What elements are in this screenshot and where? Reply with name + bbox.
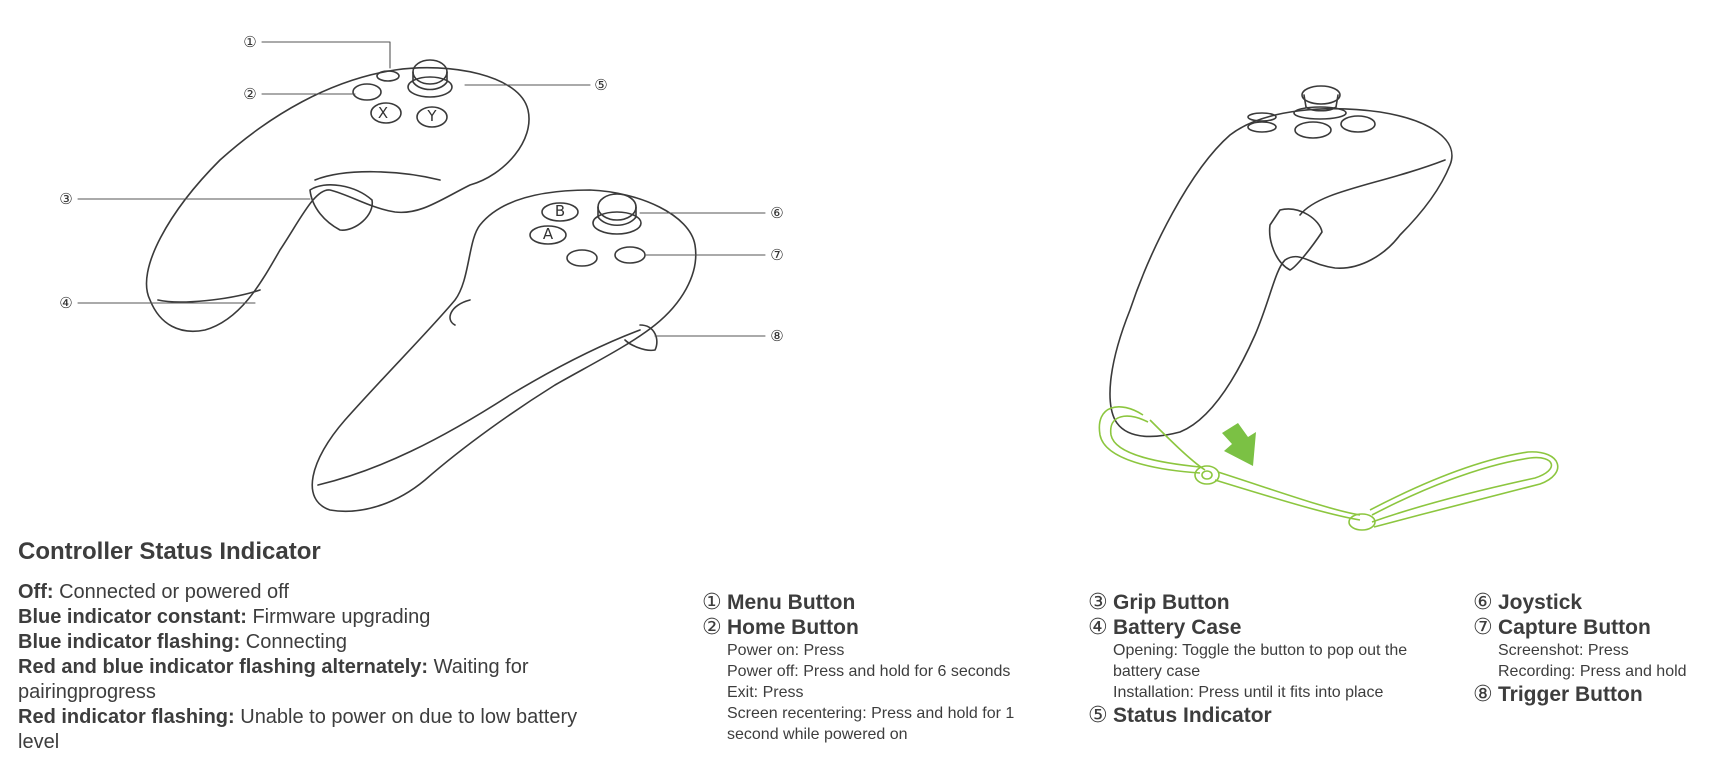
status-indicator-section: Controller Status Indicator Off: Connect… [18,538,598,755]
left-controller-body [145,67,530,332]
left-y-button [416,106,448,128]
callout-5: ⑤ [594,76,607,94]
left-x-button [370,102,402,124]
callout-8: ⑧ [770,327,783,345]
a-label: A [543,225,554,243]
right-joystick-ring [592,211,642,235]
x-label: X [378,104,388,122]
controller-diagram: X Y B A [59,33,1559,531]
callout-7: ⑦ [770,246,783,264]
right-home-button [566,249,598,267]
left-joystick [412,59,448,85]
status-line-red-blue: Red and blue indicator flashing alternat… [18,656,529,703]
callout-lines [77,41,766,337]
right-controller-body [311,189,697,513]
callout-3: ③ [59,190,72,208]
status-line-blue-flashing: Blue indicator flashing: Connecting [18,631,347,653]
right-a-button [529,225,567,245]
callout-2: ② [243,85,256,103]
wrist-strap [1098,406,1559,531]
status-line-blue-constant: Blue indicator constant: Firmware upgrad… [18,606,431,628]
y-label: Y [426,107,437,125]
direction-arrow [1222,423,1256,466]
left-joystick-ring [407,76,453,98]
legend-sub: Power off: Press and hold for 6 seconds [727,663,1011,680]
legend-sub: Screen recentering: Press and hold for 1… [727,705,1015,743]
status-line-red-flashing: Red indicator flashing: Unable to power … [18,706,578,753]
legend-sub: Recording: Press and hold [1498,663,1687,680]
side-controller-body [1109,107,1453,438]
legend-sub: Screenshot: Press [1498,642,1629,659]
status-line-off: Off: Connected or powered off [18,581,289,603]
left-controller [145,59,530,332]
callout-1: ① [243,33,256,51]
b-label: B [555,202,565,220]
callout-numbers: ① ② ③ ④ ⑤ ⑥ ⑦ ⑧ [59,33,783,345]
right-controller [311,189,697,513]
status-title: Controller Status Indicator [18,538,321,565]
right-joystick [597,193,637,221]
right-b-button [541,202,579,222]
legend-sub: Opening: Toggle the button to pop out th… [1113,642,1408,680]
side-joystick [1301,85,1341,105]
legend-sub: Installation: Press until it fits into p… [1113,684,1384,701]
side-grip-button [1268,208,1323,271]
callout-6: ⑥ [770,204,783,222]
left-grip-button [309,184,373,231]
right-trigger [624,324,658,352]
right-capture-button [614,246,646,264]
callout-4: ④ [59,294,72,312]
left-home-button [352,83,382,101]
left-menu-button [376,70,400,82]
legend-sub: Exit: Press [727,684,804,701]
side-controller [1109,85,1453,438]
legend-sub: Power on: Press [727,642,845,659]
